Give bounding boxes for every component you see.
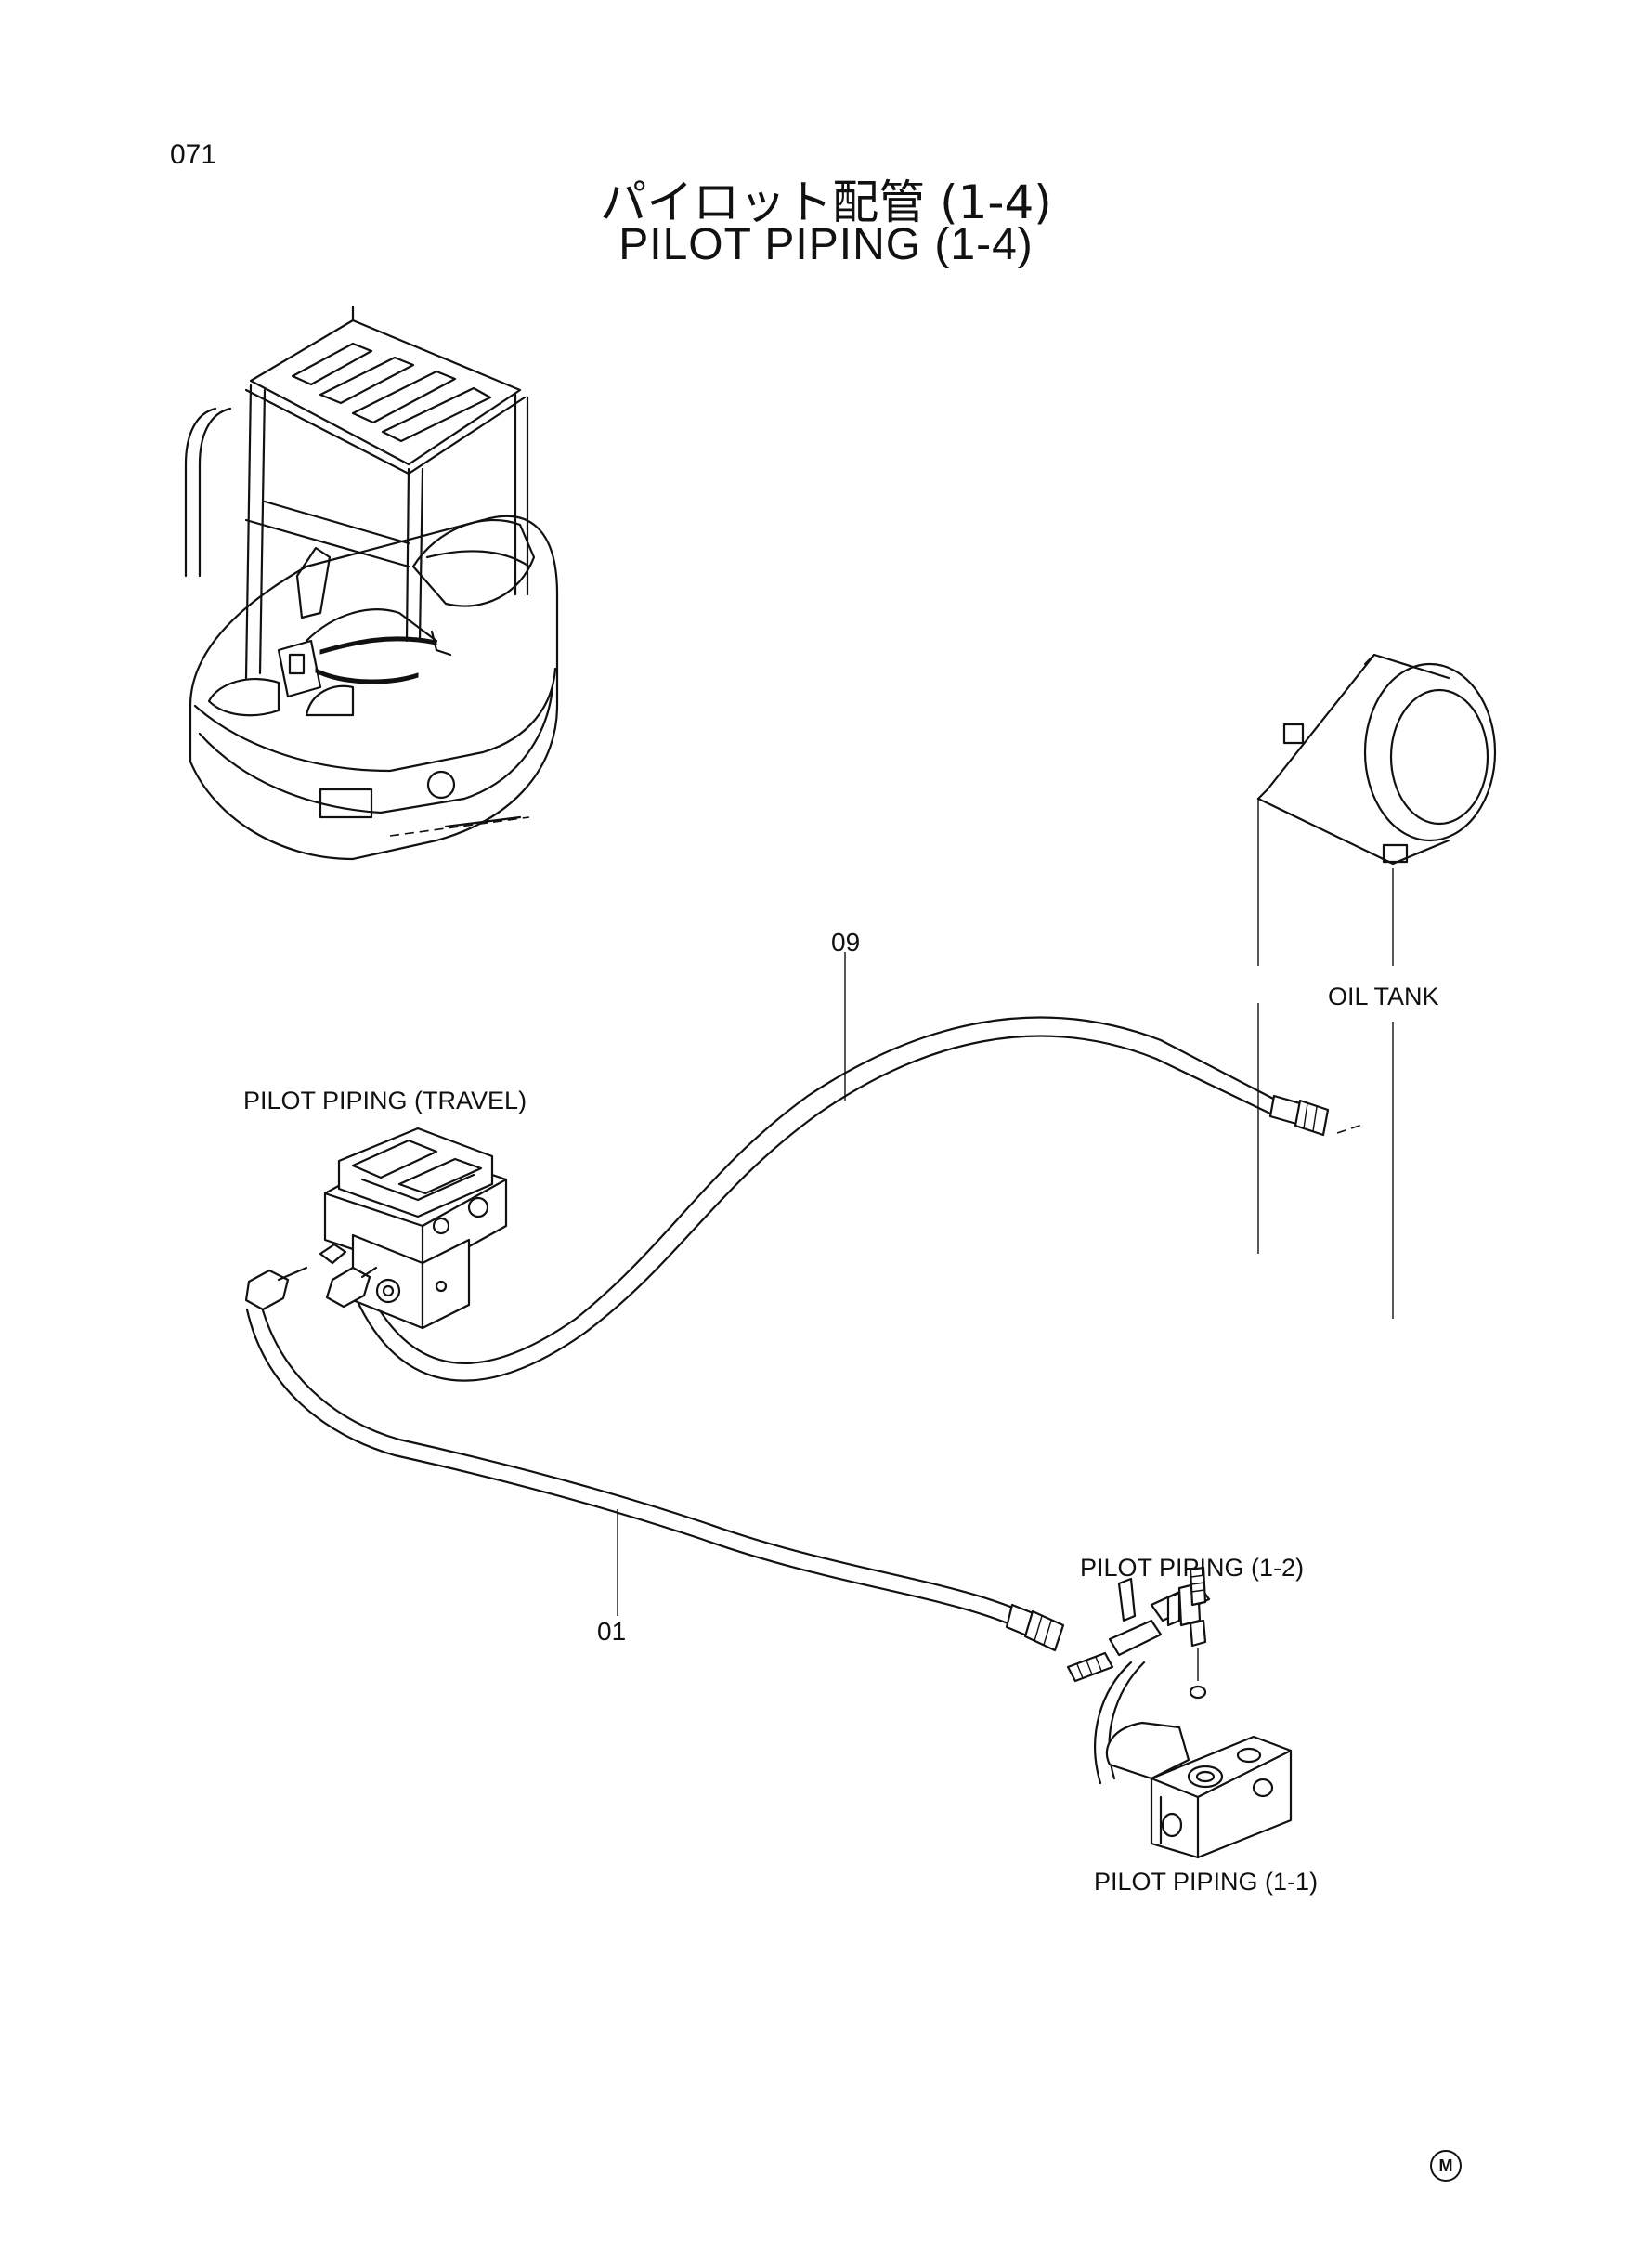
oil-tank-illustration [1256,653,1497,1319]
hose-09 [351,952,1330,1382]
hose-01 [245,1298,1065,1652]
circled-m-mark: M [1430,2150,1462,2182]
pilot-valve-block-illustration [1066,1566,1293,1859]
callout-hose-01: 01 [597,1617,627,1646]
page-number: 071 [170,139,217,170]
machine-overview-illustration [184,305,559,861]
callout-hose-09: 09 [831,928,861,957]
label-oil-tank: OIL TANK [1328,983,1439,1010]
pilot-valve-travel-illustration [244,1127,508,1330]
label-pilot-piping-travel: PILOT PIPING (TRAVEL) [243,1087,527,1114]
label-pilot-piping-1-2: PILOT PIPING (1-2) [1080,1554,1305,1582]
label-pilot-piping-1-1: PILOT PIPING (1-1) [1094,1868,1319,1896]
page-title-english: PILOT PIPING (1-4) [618,220,1034,269]
page-title-japanese: パイロット配管 (1-4) [600,176,1052,229]
